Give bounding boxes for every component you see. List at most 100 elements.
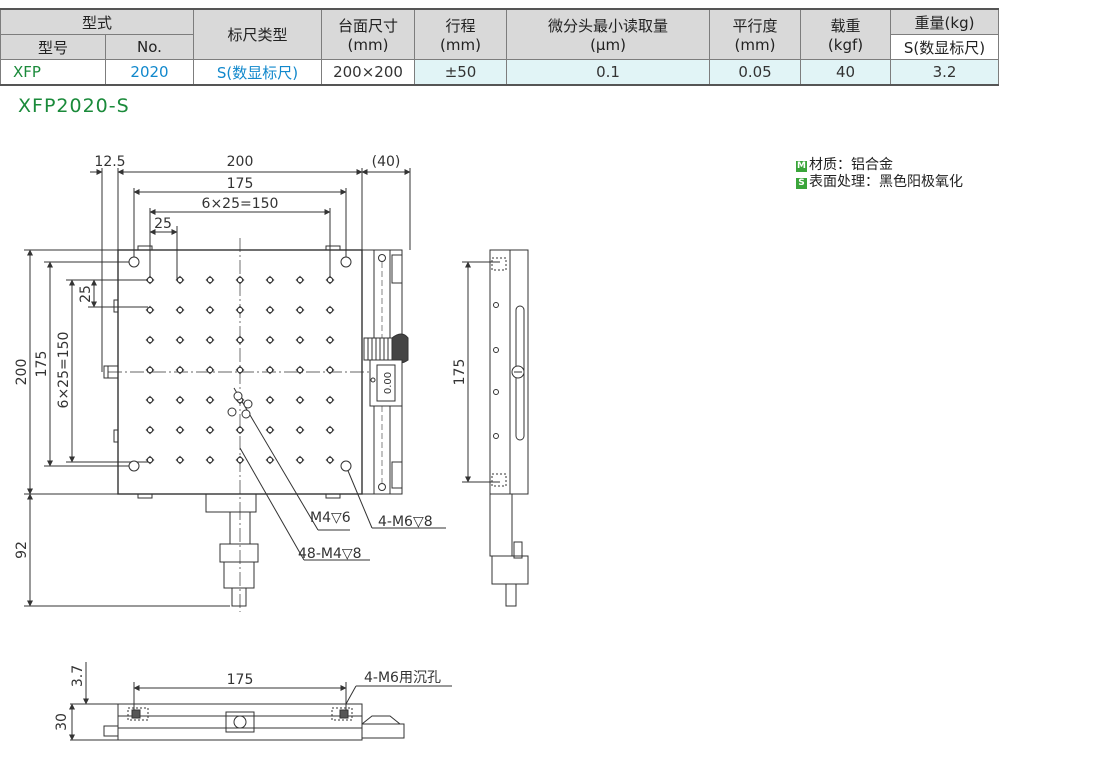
mount-hole — [146, 306, 154, 314]
mount-hole — [326, 426, 334, 434]
mount-hole — [266, 366, 274, 374]
mount-hole — [176, 456, 184, 464]
mount-hole — [296, 366, 304, 374]
mount-hole-mark — [205, 425, 215, 435]
mount-hole — [236, 456, 244, 464]
mount-hole — [206, 366, 214, 374]
header-no: No. — [104, 34, 195, 60]
mount-hole-mark — [265, 395, 275, 405]
mount-hole — [146, 276, 154, 284]
mount-hole-mark — [295, 335, 305, 345]
mount-hole — [296, 426, 304, 434]
mount-hole-mark — [205, 335, 215, 345]
mount-hole-mark — [325, 335, 335, 345]
cell-load: 40 — [800, 59, 892, 86]
mount-hole — [176, 276, 184, 284]
cell-weight: 3.2 — [890, 59, 1000, 86]
mount-hole-mark — [265, 365, 275, 375]
front-view — [69, 662, 452, 741]
cell-scale-type: S(数显标尺) — [193, 59, 323, 86]
mount-hole-mark — [265, 455, 275, 465]
header-model-group: 型式 — [0, 8, 195, 35]
mount-hole-mark — [295, 395, 305, 405]
mount-hole — [176, 396, 184, 404]
callout-counterbore: 4-M6用沉孔 — [364, 670, 441, 686]
mount-hole — [236, 276, 244, 284]
cell-model: XFP — [0, 59, 106, 86]
cell-resolution: 0.1 — [506, 59, 711, 86]
mount-hole — [266, 336, 274, 344]
mount-hole — [146, 366, 154, 374]
dim-175-top: 175 — [227, 176, 254, 192]
mount-hole-mark — [265, 305, 275, 315]
mount-hole — [326, 276, 334, 284]
mount-hole-mark — [175, 365, 185, 375]
mount-hole-mark — [205, 305, 215, 315]
callout-m6-4: 4-M6▽8 — [378, 514, 433, 530]
mount-hole-mark — [295, 425, 305, 435]
dim-3-7: 3.7 — [70, 665, 86, 687]
mount-hole-mark — [325, 365, 335, 375]
drawing-title: XFP2020-S — [18, 95, 130, 117]
mount-hole — [206, 276, 214, 284]
header-weight: 重量(kg) — [890, 8, 1000, 35]
mount-hole — [296, 306, 304, 314]
mount-hole-mark — [205, 395, 215, 405]
mount-hole-mark — [265, 425, 275, 435]
mount-hole-mark — [145, 395, 155, 405]
header-parallelism: 平行度(mm) — [709, 8, 802, 60]
dim-30: 30 — [54, 713, 70, 731]
mount-hole-mark — [325, 425, 335, 435]
surface-tag: S — [796, 178, 807, 189]
mount-hole — [266, 276, 274, 284]
mount-hole — [146, 396, 154, 404]
center-holes — [227, 391, 253, 419]
dim-12-5: 12.5 — [94, 154, 125, 170]
mount-hole-mark — [145, 305, 155, 315]
mount-hole-mark — [145, 455, 155, 465]
cell-no: 2020 — [104, 59, 195, 86]
mount-hole-mark — [175, 425, 185, 435]
mount-hole — [296, 456, 304, 464]
mount-hole — [206, 306, 214, 314]
dim-175-left: 175 — [34, 351, 50, 378]
mount-hole — [176, 306, 184, 314]
header-resolution: 微分头最小读取量(μm) — [506, 8, 711, 60]
mount-hole-mark — [145, 365, 155, 375]
dim-200-top: 200 — [227, 154, 254, 170]
cell-parallelism: 0.05 — [709, 59, 802, 86]
hole-grid — [145, 275, 335, 465]
mount-hole — [296, 396, 304, 404]
header-weight-sub: S(数显标尺) — [890, 34, 1000, 60]
mount-hole-mark — [175, 335, 185, 345]
mount-hole-mark — [325, 275, 335, 285]
cell-table-size: 200×200 — [321, 59, 416, 86]
mount-hole — [146, 456, 154, 464]
mount-hole — [266, 396, 274, 404]
mount-hole-mark — [295, 305, 305, 315]
mount-hole-mark — [175, 395, 185, 405]
mount-hole — [206, 396, 214, 404]
mount-hole — [236, 426, 244, 434]
callout-m4-48: 48-M4▽8 — [298, 546, 362, 562]
mount-hole-mark — [265, 335, 275, 345]
dim-175-bottom: 175 — [227, 672, 254, 688]
digital-readout: 0.00 — [383, 372, 394, 394]
mount-hole-mark — [235, 305, 245, 315]
mount-hole-mark — [145, 425, 155, 435]
dim-200-left: 200 — [14, 359, 30, 386]
header-table-size: 台面尺寸(mm) — [321, 8, 416, 60]
mount-hole-mark — [295, 365, 305, 375]
dim-25-top: 25 — [154, 216, 172, 232]
mount-hole-mark — [145, 275, 155, 285]
spec-table: 型式 标尺类型 台面尺寸(mm) 行程(mm) 微分头最小读取量(μm) 平行度… — [0, 8, 1000, 86]
mount-hole-mark — [295, 455, 305, 465]
mount-hole — [206, 456, 214, 464]
mount-hole-mark — [205, 455, 215, 465]
mount-hole — [146, 426, 154, 434]
mount-hole-mark — [175, 275, 185, 285]
